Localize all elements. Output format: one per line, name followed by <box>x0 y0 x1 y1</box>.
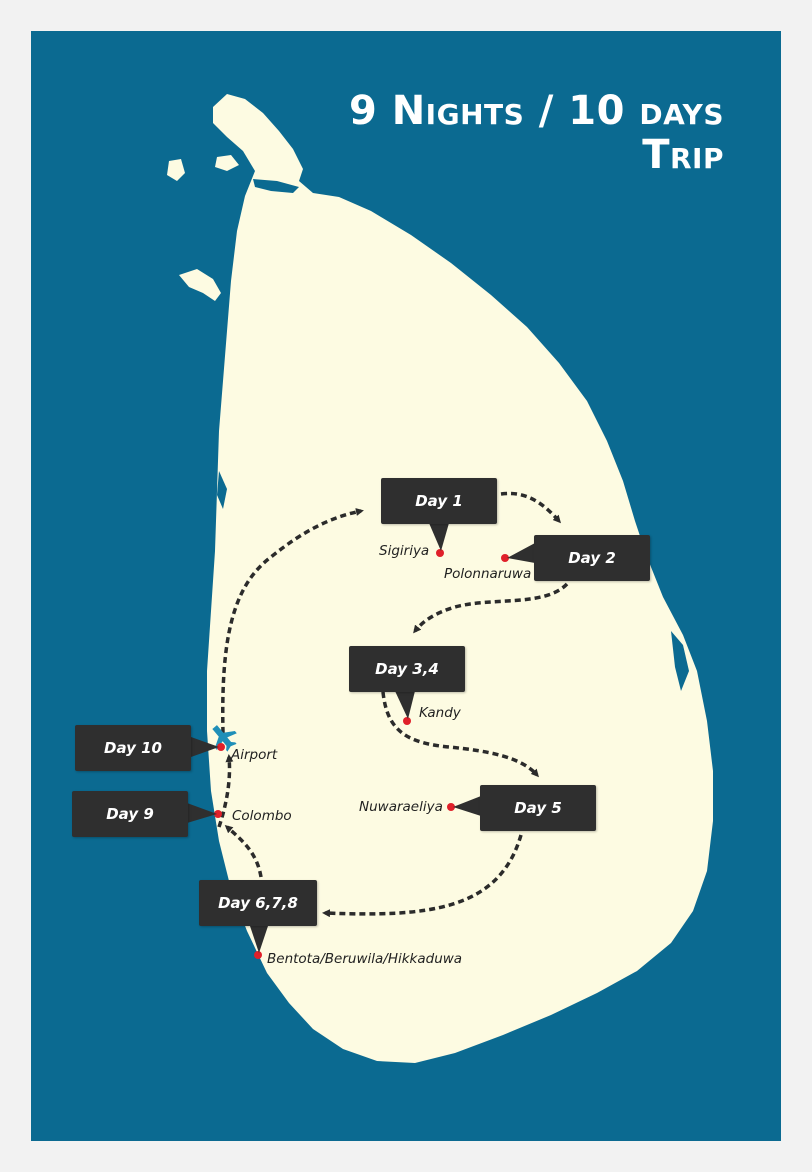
route-colombo-to-airport <box>217 754 234 828</box>
trip-subtitle: Trip <box>642 132 724 178</box>
location-markers <box>214 549 509 959</box>
day-5-callout[interactable]: Day 5 <box>480 785 596 831</box>
sri-lanka-map <box>167 94 713 1063</box>
east-lagoon <box>671 631 689 691</box>
route-airport-to-day1 <box>221 508 364 734</box>
place-label-bentota: Bentota/Beruwila/Hikkaduwa <box>267 951 463 967</box>
route-day2-to-day3 <box>413 582 569 634</box>
place-label-airport: Airport <box>231 747 278 763</box>
pointer-day678 <box>249 923 269 953</box>
pointer-day5 <box>453 796 481 816</box>
place-label-polonnaruwa: Polonnaruwa <box>444 566 532 582</box>
place-label-kandy: Kandy <box>419 705 461 721</box>
day-10-callout[interactable]: Day 10 <box>75 725 191 771</box>
day-1-callout[interactable]: Day 1 <box>381 478 497 524</box>
location-dot-icon <box>501 554 509 562</box>
route-day3-to-day5 <box>381 691 539 778</box>
west-lagoon <box>217 471 227 509</box>
day-2-callout[interactable]: Day 2 <box>534 535 650 581</box>
location-dot-icon <box>217 743 225 751</box>
travel-route <box>217 491 569 918</box>
day-9-callout[interactable]: Day 9 <box>72 791 188 837</box>
jaffna-lagoon <box>253 179 299 193</box>
route-day5-to-day678 <box>322 834 523 918</box>
place-label-nuwaraeliya: Nuwaraeliya <box>359 799 443 815</box>
place-label-colombo: Colombo <box>232 808 292 824</box>
day-6-7-8-callout[interactable]: Day 6,7,8 <box>199 880 317 926</box>
callout-pointers <box>187 523 535 953</box>
location-dot-icon <box>447 803 455 811</box>
north-islet-2 <box>215 155 239 171</box>
poster: 9 Nights / 10 days Trip Day 1 Day 2 Day … <box>31 31 781 1141</box>
trip-title: 9 Nights / 10 days <box>348 88 724 134</box>
location-dot-icon <box>214 810 222 818</box>
pointer-day2 <box>507 543 535 563</box>
mannar-island <box>179 269 221 301</box>
place-label-sigiriya: Sigiriya <box>379 543 430 559</box>
north-islet-1 <box>167 159 185 181</box>
location-dot-icon <box>254 951 262 959</box>
day-3-4-callout[interactable]: Day 3,4 <box>349 646 465 692</box>
pointer-day34 <box>395 691 415 719</box>
location-dot-icon <box>436 549 444 557</box>
route-day678-to-colombo <box>224 825 263 878</box>
pointer-day1 <box>429 523 449 551</box>
pointer-day9 <box>187 803 217 823</box>
route-day1-to-day2 <box>500 491 562 524</box>
pointer-day10 <box>191 737 219 757</box>
location-dot-icon <box>403 717 411 725</box>
